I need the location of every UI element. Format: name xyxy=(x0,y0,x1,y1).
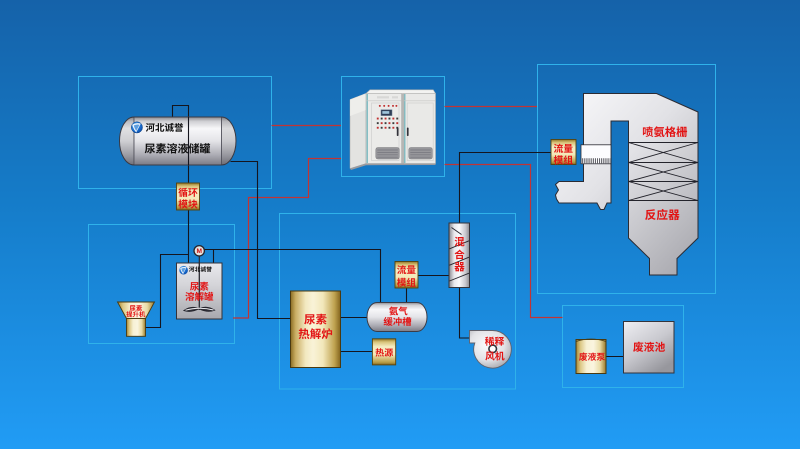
svg-text:M: M xyxy=(196,248,202,255)
